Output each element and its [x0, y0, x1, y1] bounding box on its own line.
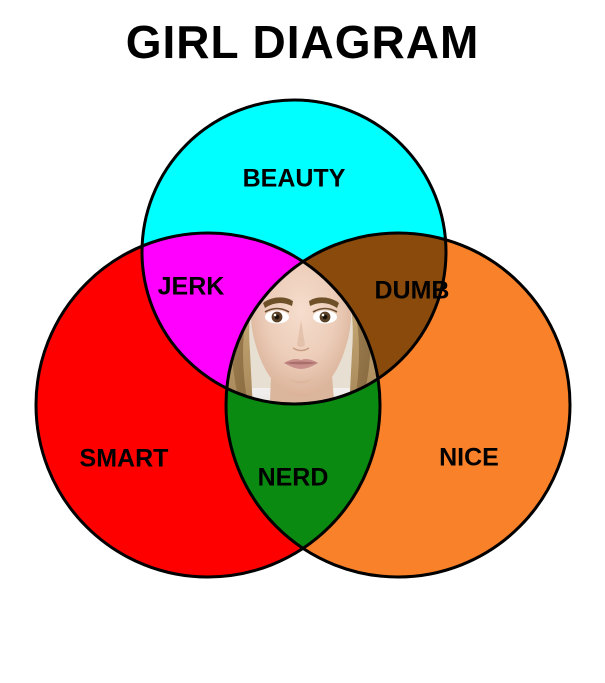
outline-beauty: [140, 98, 448, 406]
label-beauty: BEAUTY: [243, 165, 346, 193]
venn-outlines: [34, 98, 572, 579]
label-nice: NICE: [439, 444, 499, 472]
label-smart: SMART: [80, 445, 169, 473]
outline-smart: [34, 231, 382, 579]
label-dumb: DUMB: [375, 277, 450, 305]
outline-nice: [224, 231, 572, 579]
page-title: GIRL DIAGRAM: [125, 16, 480, 68]
label-nerd: NERD: [258, 464, 329, 492]
label-jerk: JERK: [158, 273, 225, 301]
